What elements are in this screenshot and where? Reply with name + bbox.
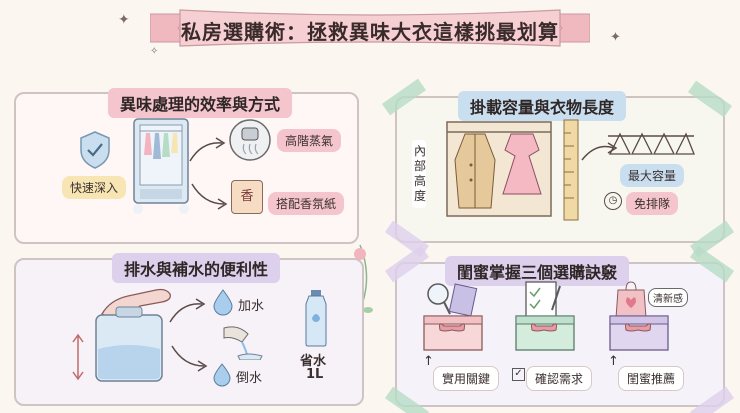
inner-height-label: 內部高度 [412, 140, 426, 208]
tip-confirm-label: 確認需求 [526, 366, 593, 391]
no-queue-label: 免排隊 [626, 192, 679, 215]
odor-panel-title: 異味處理的效率與方式 [108, 88, 293, 118]
arrow-icon [191, 183, 228, 210]
scent-tag-icon: 香 [231, 180, 263, 214]
water-drop-icon [213, 289, 233, 316]
fresh-tag-label: 清新感 [648, 288, 688, 307]
title-banner: 私房選購術：拯救異味大衣這樣挑最划算 [150, 6, 590, 50]
checklist-box-icon [515, 281, 575, 351]
clothes-steamer-icon [133, 118, 189, 214]
shield-check-icon [80, 131, 110, 169]
checkbox-icon: ✓ [512, 368, 525, 381]
scent-paper-label: 搭配香氛紙 [268, 192, 345, 215]
save-water-label: 省水 [300, 354, 327, 369]
water-volume-label: 1L [306, 367, 324, 382]
capacity-panel-title: 掛載容量與衣物長度 [458, 91, 627, 121]
arrow-up-icon: ↑ [423, 354, 434, 369]
tip-practical-label: 實用關鍵 [433, 366, 500, 391]
ruler-icon [563, 119, 579, 221]
water-panel-title: 排水與補水的便利性 [112, 253, 281, 283]
tip-recommend-label: 閨蜜推薦 [618, 366, 685, 391]
arrow-icon [169, 298, 206, 323]
sparkle-icon: ✦ [610, 30, 621, 45]
water-drop-icon [213, 363, 231, 387]
max-capacity-label: 最大容量 [620, 164, 685, 187]
magnifier-box-icon [423, 283, 483, 351]
steam-nozzle-icon [229, 119, 271, 161]
gift-bag-box-icon [609, 281, 669, 351]
fast-deep-label: 快速深入 [62, 176, 127, 199]
water-tank-icon [95, 306, 163, 382]
sparkle-icon: ✧ [150, 46, 159, 57]
drain-water-label: 倒水 [236, 371, 263, 386]
arrow-icon [189, 137, 226, 162]
scent-tag-text: 香 [240, 189, 254, 204]
sparkle-icon: ✦ [118, 12, 130, 28]
add-water-label: 加水 [238, 299, 265, 314]
vertical-arrow-icon [72, 333, 84, 381]
high-steam-label: 高階蒸氣 [277, 129, 342, 152]
wardrobe-icon [446, 121, 552, 217]
tips-panel-title: 閨蜜掌握三個選購訣竅 [445, 256, 630, 286]
timer-icon: ◷ [604, 192, 622, 210]
water-bottle-icon [305, 290, 327, 347]
page-title: 私房選購術：拯救異味大衣這樣挑最划算 [181, 20, 559, 44]
pour-water-icon [223, 326, 263, 360]
hangers-icon [608, 132, 695, 155]
arrow-icon [171, 345, 208, 372]
arrow-up-icon: ↑ [608, 354, 619, 369]
